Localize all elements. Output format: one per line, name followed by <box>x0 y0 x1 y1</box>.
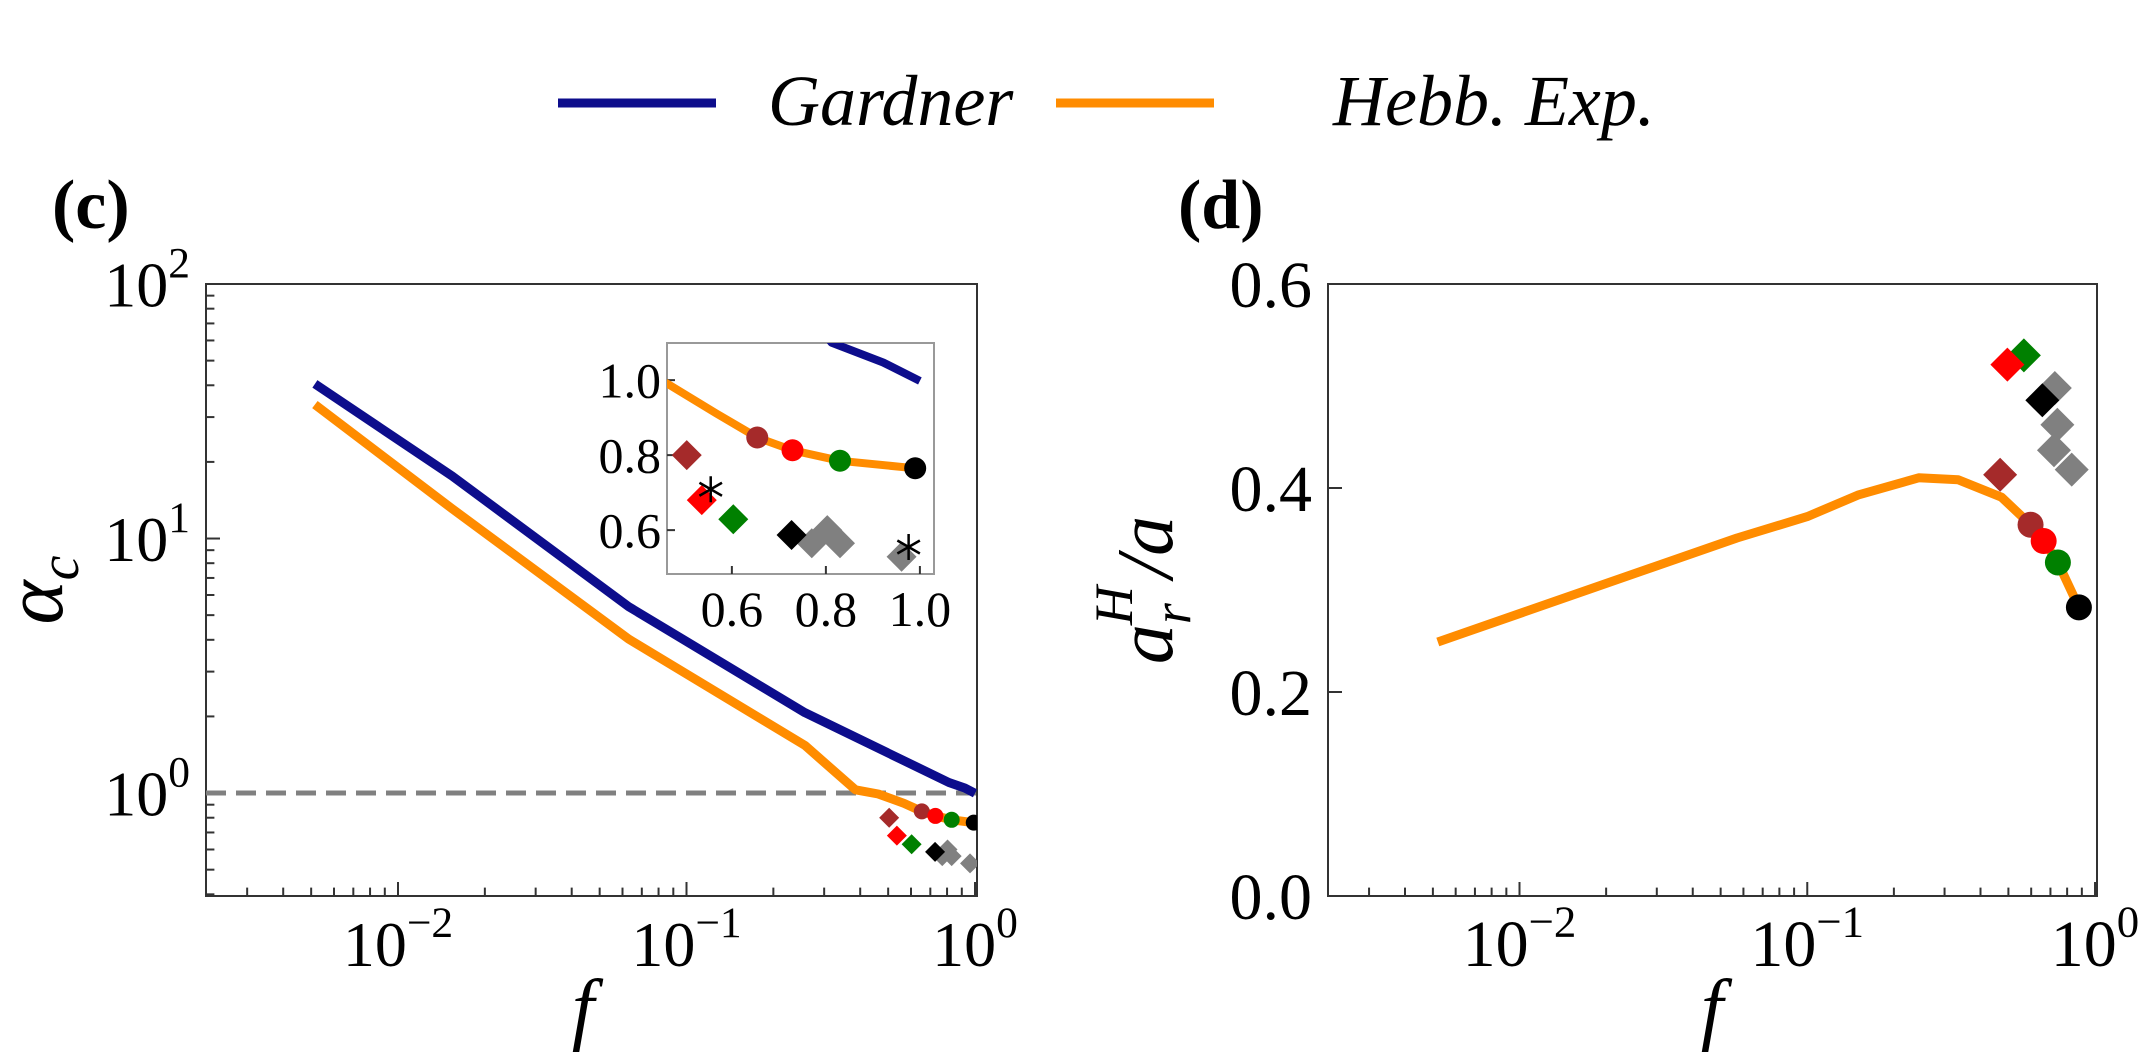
y-axis-label-d: arH/a <box>1084 516 1202 664</box>
main-circle-marker-black <box>965 814 977 831</box>
main-axes-frame <box>1327 283 2098 897</box>
tick-base: 10 <box>932 909 996 980</box>
star-stroke <box>698 481 723 497</box>
inset-star-marker <box>896 534 921 560</box>
main-y-tick-label: 0.6 <box>1230 249 1313 322</box>
main-x-tick-label: 10−2 <box>343 899 453 980</box>
inset-diamond-marker-red <box>686 485 717 516</box>
main-circle-marker-green <box>2044 549 2071 576</box>
inset-x-tick-label: 0.8 <box>795 581 858 637</box>
y-label-rest: /a <box>1102 516 1190 582</box>
main-axes-frame <box>205 283 978 897</box>
inset-diamond-marker-green <box>718 504 749 535</box>
inset-series-line-hebb-exp <box>667 379 916 473</box>
main-diamond-marker-gray <box>941 846 962 867</box>
main-diamond-marker-black <box>2025 383 2060 418</box>
y-label-sub: c <box>29 555 91 580</box>
inset-circle-marker-green <box>828 449 851 472</box>
inset-circle-marker-brown <box>746 426 769 449</box>
star-stroke <box>896 539 921 555</box>
main-x-tick-label: 100 <box>932 899 1018 980</box>
main-y-tick-label: 0.0 <box>1230 861 1313 934</box>
tick-exponent: 0 <box>2117 896 2139 946</box>
tick-exponent: −2 <box>1529 896 1577 946</box>
inset-diamond-marker-brown <box>671 440 702 471</box>
legend-label-hebb: Hebb. Exp. <box>1332 61 1655 141</box>
tick-exponent: −1 <box>695 899 741 947</box>
main-diamond-marker-black <box>925 841 946 862</box>
tick-exponent: 1 <box>168 494 190 542</box>
inset-x-tick-label: 1.0 <box>889 581 952 637</box>
inset-diamond-marker-black <box>776 520 807 550</box>
main-diamond-marker-gray <box>960 853 977 874</box>
inset-axes-frame <box>666 342 935 575</box>
tick-exponent: 0 <box>168 749 190 797</box>
inset-circle-marker-black <box>904 457 927 480</box>
panel-label-c: (c) <box>52 167 130 244</box>
main-x-tick-label: 100 <box>2051 896 2139 981</box>
main-diamond-marker-brown <box>879 807 900 828</box>
inset-y-tick-label: 0.8 <box>599 428 662 484</box>
main-diamond-marker-red <box>1990 347 2025 382</box>
main-diamond-marker-green <box>901 834 922 855</box>
main-y-tick-label: 101 <box>104 494 190 575</box>
y-label-base: α <box>0 578 81 624</box>
tick-base: 10 <box>104 249 168 320</box>
legend-label-gardner: Gardner <box>768 61 1014 141</box>
main-y-tick-label: 100 <box>104 749 190 830</box>
tick-base: 10 <box>1750 908 1816 981</box>
y-axis-label-c: αc <box>0 555 91 624</box>
tick-exponent: −2 <box>407 899 453 947</box>
panel-label-d: (d) <box>1178 167 1264 244</box>
main-diamond-marker-red <box>886 825 907 846</box>
main-circle-marker-brown <box>913 803 930 820</box>
tick-base: 10 <box>343 909 407 980</box>
inset-series-line-gardner <box>826 343 922 385</box>
inset-plot: 0.6 0.8 1.0 0.6 0.8 1.0 <box>599 342 952 637</box>
main-series-line-hebb-exp <box>1436 473 2083 647</box>
tick-base: 10 <box>2051 908 2117 981</box>
main-diamond-marker-gray <box>2037 371 2072 406</box>
main-circle-marker-black <box>2065 594 2092 621</box>
main-x-tick-label: 10−2 <box>1463 896 1577 981</box>
tick-base: 10 <box>104 504 168 575</box>
y-label-sup: H <box>1084 583 1144 626</box>
main-series-line-gardner <box>312 380 977 798</box>
tick-exponent: −1 <box>1816 896 1864 946</box>
tick-base: 10 <box>104 758 168 829</box>
main-circle-marker-green <box>943 811 960 828</box>
main-x-tick-label: 10−1 <box>631 899 741 980</box>
inset-diamond-marker-gray <box>824 528 855 559</box>
main-y-tick-label: 0.2 <box>1230 657 1313 730</box>
inset-circle-marker-red <box>781 439 804 462</box>
x-axis-label-c: f <box>572 965 604 1053</box>
inset-y-tick-label: 0.6 <box>599 503 662 559</box>
main-diamond-marker-brown <box>1983 457 2018 492</box>
inset-star-marker <box>698 476 723 503</box>
tick-exponent: 0 <box>996 899 1018 947</box>
main-diamond-marker-gray <box>2054 452 2089 487</box>
main-circle-marker-red <box>2030 528 2057 555</box>
main-diamond-marker-gray <box>2040 407 2075 442</box>
y-label-base: a <box>1102 624 1190 664</box>
main-y-tick-label: 102 <box>104 240 190 321</box>
tick-exponent: 2 <box>168 240 190 288</box>
main-data-layer <box>1436 338 2092 647</box>
y-label-sub: r <box>1142 602 1202 624</box>
inset-y-tick-label: 1.0 <box>599 353 662 409</box>
main-diamond-marker-gray <box>2036 433 2071 468</box>
tick-base: 10 <box>631 909 695 980</box>
x-axis-label-d: f <box>1701 965 1733 1053</box>
tick-base: 10 <box>1463 908 1529 981</box>
main-circle-marker-red <box>927 807 944 824</box>
main-data-layer <box>312 380 977 874</box>
inset-x-tick-label: 0.6 <box>701 581 764 637</box>
inset-data-layer <box>667 343 927 572</box>
main-x-tick-label: 10−1 <box>1750 896 1864 981</box>
main-y-tick-label: 0.4 <box>1230 453 1313 526</box>
legend: Gardner Hebb. Exp. <box>558 61 1655 141</box>
